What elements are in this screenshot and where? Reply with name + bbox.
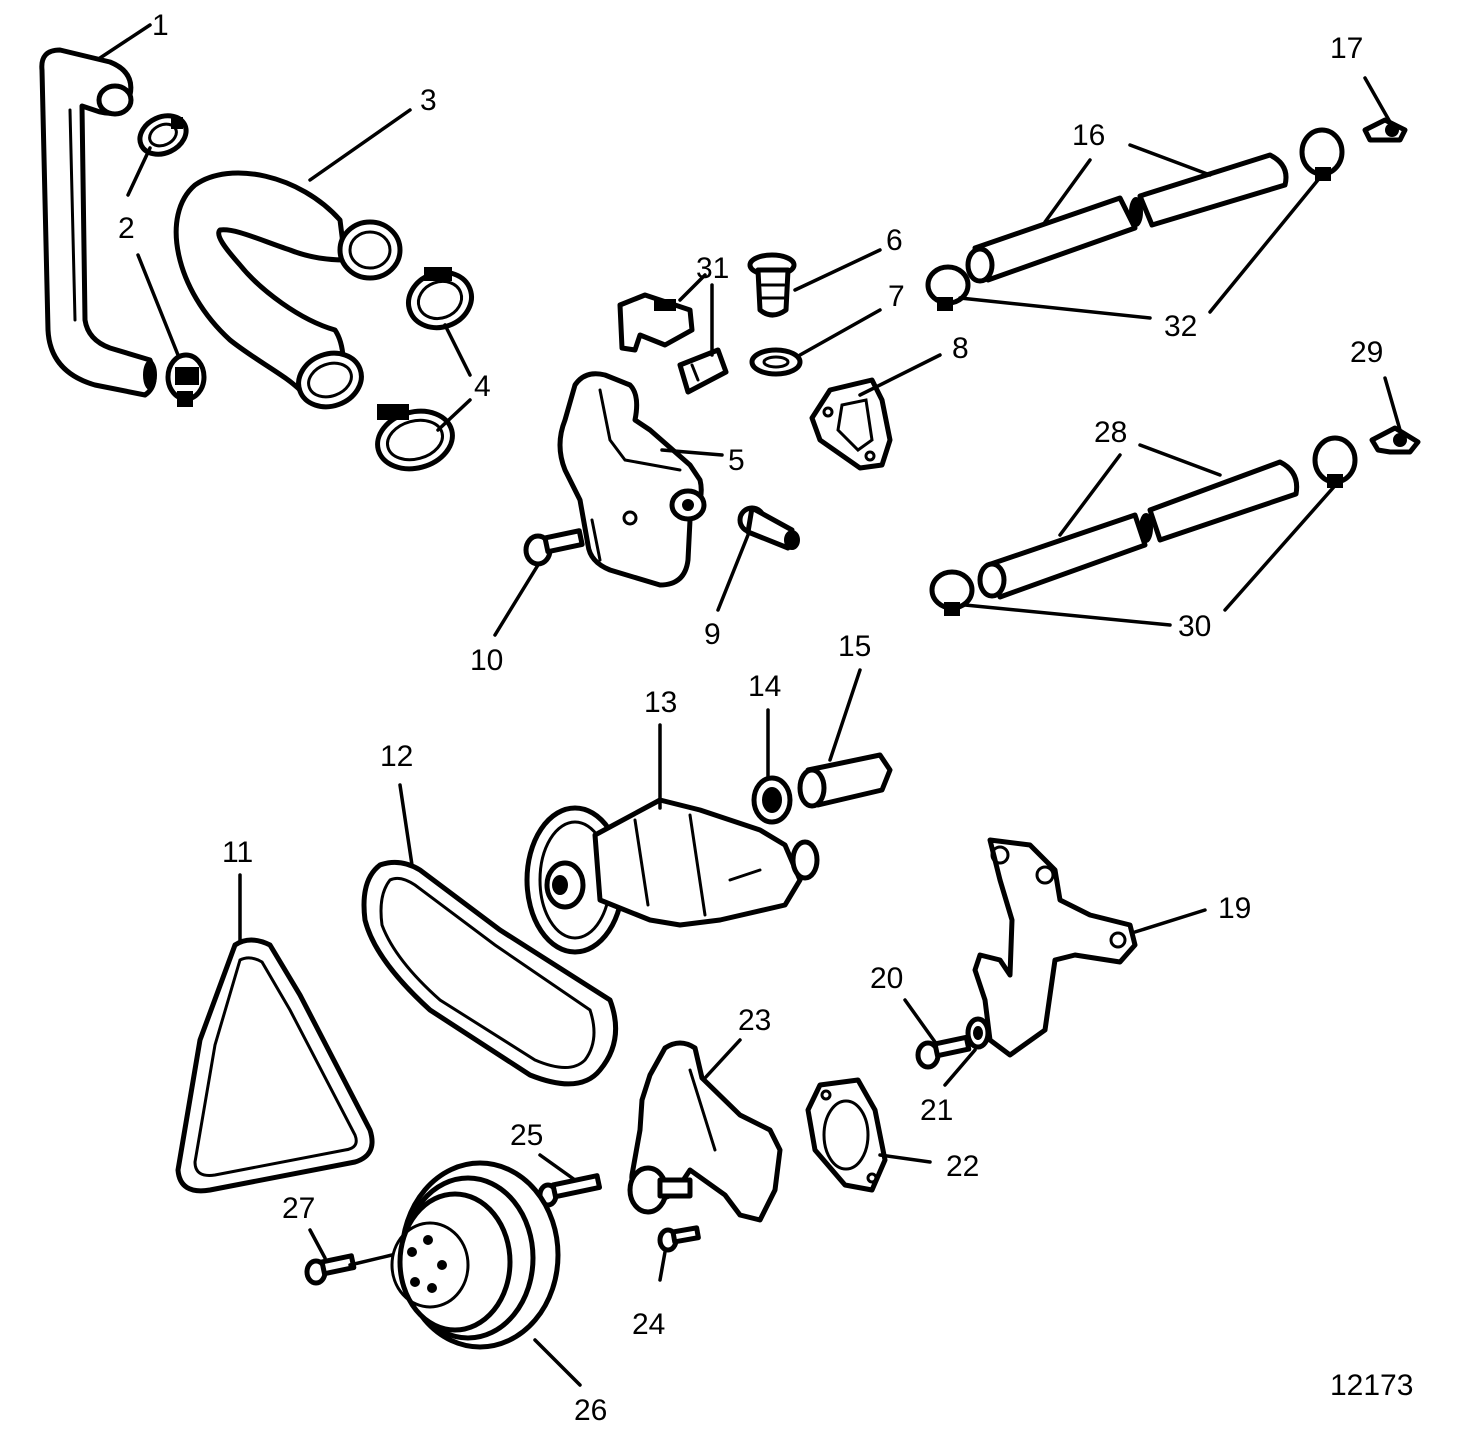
callout-27: 27 xyxy=(282,1192,315,1225)
part-26-pulley xyxy=(390,1160,561,1350)
callout-32: 32 xyxy=(1164,310,1197,343)
callout-1: 1 xyxy=(152,9,169,42)
callout-8: 8 xyxy=(952,332,969,365)
callout-30: 30 xyxy=(1178,610,1211,643)
part-19-bracket xyxy=(972,837,1138,1058)
part-5-thermostat-housing xyxy=(557,371,707,588)
part-7-gasket-ring xyxy=(749,347,803,377)
part-24-screw xyxy=(657,1225,701,1253)
part-6-thermostat xyxy=(747,252,797,318)
callout-24: 24 xyxy=(632,1308,665,1341)
part-15-sleeve xyxy=(797,752,893,809)
callout-14: 14 xyxy=(748,670,781,703)
callout-23: 23 xyxy=(738,1004,771,1037)
part-20-bolt xyxy=(915,1034,972,1070)
callout-2: 2 xyxy=(118,212,135,245)
callout-labels: 1 2 3 4 5 6 7 8 9 10 11 12 13 14 15 16 1… xyxy=(118,9,1383,1427)
part-17-drain-valve-upper xyxy=(1362,117,1408,143)
part-32-plugs-upper xyxy=(925,127,1345,311)
callout-22: 22 xyxy=(946,1150,979,1183)
callout-13: 13 xyxy=(644,686,677,719)
part-29-drain-valve-lower xyxy=(1369,425,1421,455)
part-8-housing-gasket xyxy=(809,377,893,471)
part-4-hose-clamps xyxy=(375,267,474,472)
part-16-tube-upper xyxy=(965,152,1289,284)
callout-6: 6 xyxy=(886,224,903,257)
callout-21: 21 xyxy=(920,1094,953,1127)
part-12-drive-belt xyxy=(361,859,619,1087)
part-22-gasket xyxy=(805,1077,888,1193)
part-21-washer xyxy=(965,1016,991,1050)
part-13-circulating-pump xyxy=(524,797,820,955)
part-3-u-hose xyxy=(173,170,403,410)
part-27-bolt xyxy=(304,1253,357,1286)
callout-26: 26 xyxy=(574,1394,607,1427)
part-9-fitting xyxy=(737,505,800,551)
callout-29: 29 xyxy=(1350,336,1383,369)
part-10-bolt xyxy=(523,528,585,567)
callout-17: 17 xyxy=(1330,32,1363,65)
callout-9: 9 xyxy=(704,618,721,651)
part-2-hose-clamps xyxy=(137,113,207,407)
callout-19: 19 xyxy=(1218,892,1251,925)
part-28-tube-lower xyxy=(977,459,1300,600)
callout-16: 16 xyxy=(1072,119,1105,152)
callout-3: 3 xyxy=(420,84,437,117)
part-31-fittings xyxy=(617,292,729,395)
part-14-seal xyxy=(751,775,793,825)
callout-5: 5 xyxy=(728,444,745,477)
part-11-drive-belt xyxy=(175,937,375,1194)
callout-28: 28 xyxy=(1094,416,1127,449)
leader-lines xyxy=(98,23,1402,1387)
part-25-screw xyxy=(537,1173,603,1208)
part-1-bypass-hose xyxy=(39,47,157,398)
callout-11: 11 xyxy=(222,836,253,869)
part-30-plugs-lower xyxy=(929,435,1358,616)
part-23-pump-cover xyxy=(627,1040,783,1223)
callout-12: 12 xyxy=(380,740,413,773)
callout-10: 10 xyxy=(470,644,503,677)
callout-7: 7 xyxy=(888,280,905,313)
callout-25: 25 xyxy=(510,1119,543,1152)
callout-15: 15 xyxy=(838,630,871,663)
callout-20: 20 xyxy=(870,962,903,995)
callout-31: 31 xyxy=(696,252,729,285)
callout-4: 4 xyxy=(474,370,491,403)
figure-number: 12173 xyxy=(1330,1369,1413,1402)
